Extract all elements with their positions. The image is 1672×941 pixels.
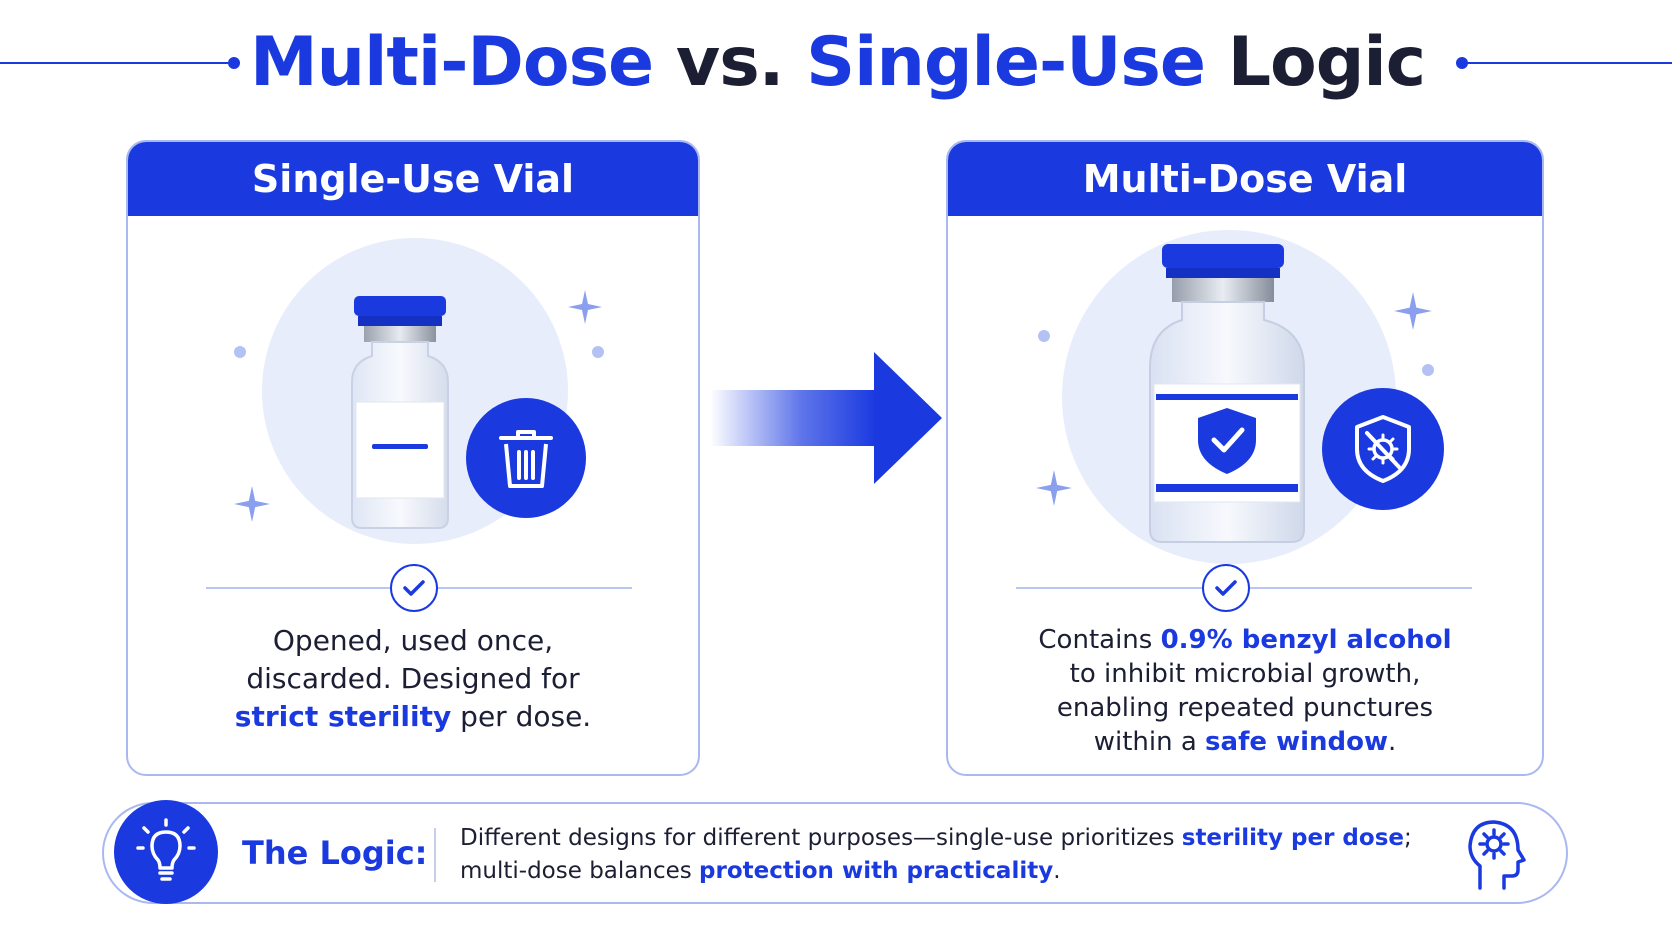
logic-banner: The Logic: Different designs for differe… — [102, 800, 1568, 904]
multi-dose-card: Multi-Dose Vial — [946, 140, 1544, 776]
logic-line2-end: . — [1053, 858, 1061, 884]
logic-text: Different designs for different purposes… — [460, 822, 1420, 888]
logic-separator — [434, 828, 436, 882]
sparkle-icon — [1394, 292, 1432, 330]
title-part-single-use: Single-Use — [806, 23, 1206, 102]
multi-dose-desc-prefix: Contains — [1038, 625, 1161, 655]
trash-icon — [499, 430, 553, 488]
head-gear-icon — [1468, 820, 1526, 890]
single-use-desc-rest: per dose. — [451, 700, 592, 733]
multi-dose-desc-line: to inhibit microbial growth, — [1069, 659, 1421, 689]
title-part-vs: vs. — [653, 23, 807, 102]
page-title: Multi-Dose vs. Single-Use Logic — [250, 20, 1426, 106]
logic-highlight-sterility: sterility per dose — [1181, 825, 1404, 851]
title-line-right — [1462, 62, 1672, 64]
multi-dose-desc-line: enabling repeated punctures — [1056, 693, 1434, 723]
single-use-description: Opened, used once, discarded. Designed f… — [128, 622, 698, 736]
title-part-multi-dose: Multi-Dose — [250, 23, 654, 102]
single-use-check — [390, 564, 438, 612]
decor-dot — [592, 346, 604, 358]
logic-line-2: multi-dose balances protection with prac… — [460, 855, 1420, 888]
multi-dose-desc-line: Contains 0.9% benzyl alcohol — [948, 623, 1542, 657]
single-use-header: Single-Use Vial — [128, 142, 698, 216]
title-part-logic: Logic — [1205, 23, 1426, 102]
multi-dose-desc-line: within a safe window. — [948, 725, 1542, 759]
logic-line2-text: multi-dose balances — [460, 858, 700, 884]
multi-dose-vial — [1149, 244, 1305, 543]
check-icon — [403, 580, 425, 596]
multi-dose-desc-line4-suffix: . — [1388, 727, 1397, 757]
sparkle-icon — [1036, 470, 1072, 506]
title-dot-left — [228, 57, 240, 69]
single-use-vial — [351, 296, 449, 529]
shield-badge — [1322, 388, 1444, 510]
sparkle-icon — [234, 486, 270, 522]
decor-dot — [234, 346, 246, 358]
single-use-card: Single-Use Vial — [126, 140, 700, 776]
multi-dose-check — [1202, 564, 1250, 612]
decor-dot — [1422, 364, 1434, 376]
multi-dose-desc-line4-prefix: within a — [1093, 727, 1206, 757]
single-use-highlight: strict sterility — [234, 700, 452, 733]
lightbulb-icon — [136, 818, 196, 881]
logic-line-1: Different designs for different purposes… — [460, 822, 1420, 855]
logic-line1-end: ; — [1404, 825, 1412, 851]
title-line-left — [0, 62, 228, 64]
single-use-desc-line: Opened, used once, — [272, 624, 554, 657]
multi-dose-header: Multi-Dose Vial — [948, 142, 1542, 216]
logic-line1-text: Different designs for different purposes… — [460, 825, 1182, 851]
shield-bacteria-icon — [1355, 415, 1411, 483]
arrow-right-icon — [710, 352, 942, 484]
trash-badge — [466, 398, 586, 518]
logic-label: The Logic: — [242, 834, 428, 872]
multi-dose-highlight-window: safe window — [1205, 727, 1388, 757]
multi-dose-highlight-benzyl: 0.9% benzyl alcohol — [1160, 625, 1452, 655]
logic-highlight-protection: protection with practicality — [699, 858, 1054, 884]
single-use-desc-line: strict sterility per dose. — [128, 698, 698, 736]
single-use-desc-line: discarded. Designed for — [246, 662, 580, 695]
sparkle-icon — [568, 290, 602, 324]
multi-dose-description: Contains 0.9% benzyl alcohol to inhibit … — [948, 623, 1542, 759]
check-icon — [1215, 580, 1237, 596]
lightbulb-badge — [114, 800, 218, 904]
decor-dot — [1038, 330, 1050, 342]
